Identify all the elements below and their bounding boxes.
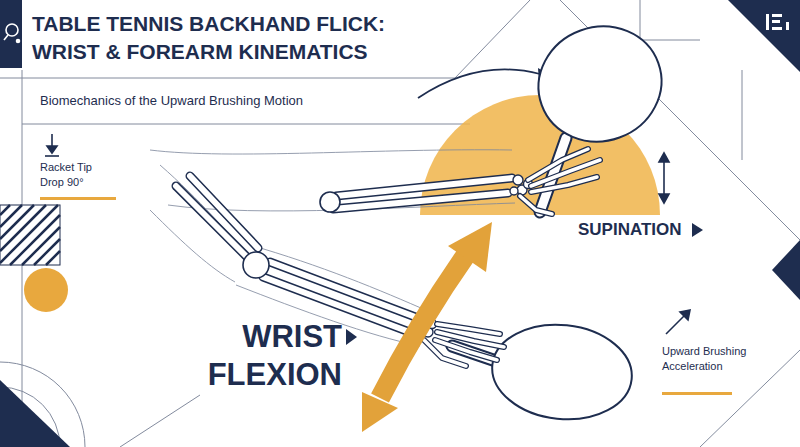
rotation-arrow-part	[659, 194, 669, 203]
pointer-triangle	[692, 223, 703, 237]
background-lines-part	[640, 0, 700, 40]
pointer-triangle	[346, 329, 357, 345]
finger-outline	[424, 149, 600, 366]
callout-label: Racket Tip Drop 90°	[40, 160, 118, 190]
finger-fill-part	[424, 340, 466, 366]
logo-mark	[766, 14, 789, 30]
logo-mark-part	[786, 22, 789, 30]
finger-fill-part	[531, 177, 597, 192]
arm-outline-part	[150, 150, 512, 154]
striped-block-part	[0, 205, 60, 265]
racket-part	[487, 318, 636, 426]
finger-fill	[424, 149, 600, 366]
flexion-arrow-part	[362, 392, 398, 432]
rotation-arrow-part	[659, 153, 669, 162]
underline	[662, 392, 732, 395]
subtitle: Biomechanics of the Upward Brushing Moti…	[40, 92, 440, 110]
hand-bones-part	[513, 175, 523, 185]
drop-icon	[45, 134, 59, 156]
acceleration-icon-part	[666, 314, 686, 334]
logo-mark-part	[766, 14, 769, 30]
striped-block-part	[0, 205, 60, 265]
arm-outline-part	[150, 210, 235, 282]
drop-icon-part	[45, 155, 59, 157]
corner-blocks-part	[728, 0, 800, 72]
callout-label: Upward Brushing Acceleration	[662, 344, 754, 374]
underline	[40, 197, 116, 200]
background-lines-part	[0, 0, 530, 78]
logo-mark-part	[772, 14, 782, 17]
swing-arc	[418, 68, 552, 98]
corner-blocks-part	[0, 0, 22, 68]
hand-bones-part	[510, 187, 518, 195]
elbow-joint-part	[320, 192, 340, 212]
drop-icon-part	[47, 146, 57, 153]
elbow-joint	[243, 192, 340, 278]
motion-label: WRIST FLEXION	[178, 318, 342, 394]
finger-outline-part	[531, 177, 597, 192]
racket	[452, 9, 678, 426]
logo-mark-part	[772, 20, 780, 23]
finger-fill-part	[531, 160, 600, 186]
swing-arc-part	[418, 69, 540, 98]
bone-fill	[176, 176, 512, 333]
rotation-arrow-part	[663, 160, 665, 196]
background-lines-part	[742, 70, 743, 160]
flexion-arrow	[362, 222, 492, 432]
flexion-arrow-part	[448, 222, 492, 272]
paddle-icon-part	[17, 40, 20, 43]
logo-mark-part	[772, 27, 782, 30]
background-lines-part	[0, 362, 85, 447]
paddle-icon-part	[6, 24, 18, 36]
finger-fill-part	[520, 196, 552, 214]
bone-fill-part	[333, 193, 508, 209]
corner-blocks-part	[0, 380, 70, 447]
arm-outline	[150, 150, 515, 346]
rotation-arrow	[659, 153, 669, 203]
bone-outline	[176, 176, 512, 333]
motion-label: SUPINATION	[578, 220, 690, 240]
acceleration-icon	[666, 310, 690, 334]
background-lines-part	[22, 124, 470, 125]
background-lines-part	[120, 395, 200, 447]
orange-dot	[24, 268, 68, 312]
flexion-arrow-part	[380, 252, 468, 398]
paddle-icon	[4, 24, 20, 43]
paddle-icon-part	[4, 35, 8, 40]
elbow-joint-part	[243, 252, 269, 278]
page-title: TABLE TENNIS BACKHAND FLICK: WRIST & FOR…	[32, 10, 442, 66]
finger-outline-part	[520, 196, 552, 214]
racket-part	[522, 9, 678, 159]
acceleration-icon-part	[680, 310, 690, 320]
corner-blocks-part	[772, 240, 800, 300]
striped-block	[0, 205, 60, 265]
bone-fill-part	[190, 176, 258, 248]
